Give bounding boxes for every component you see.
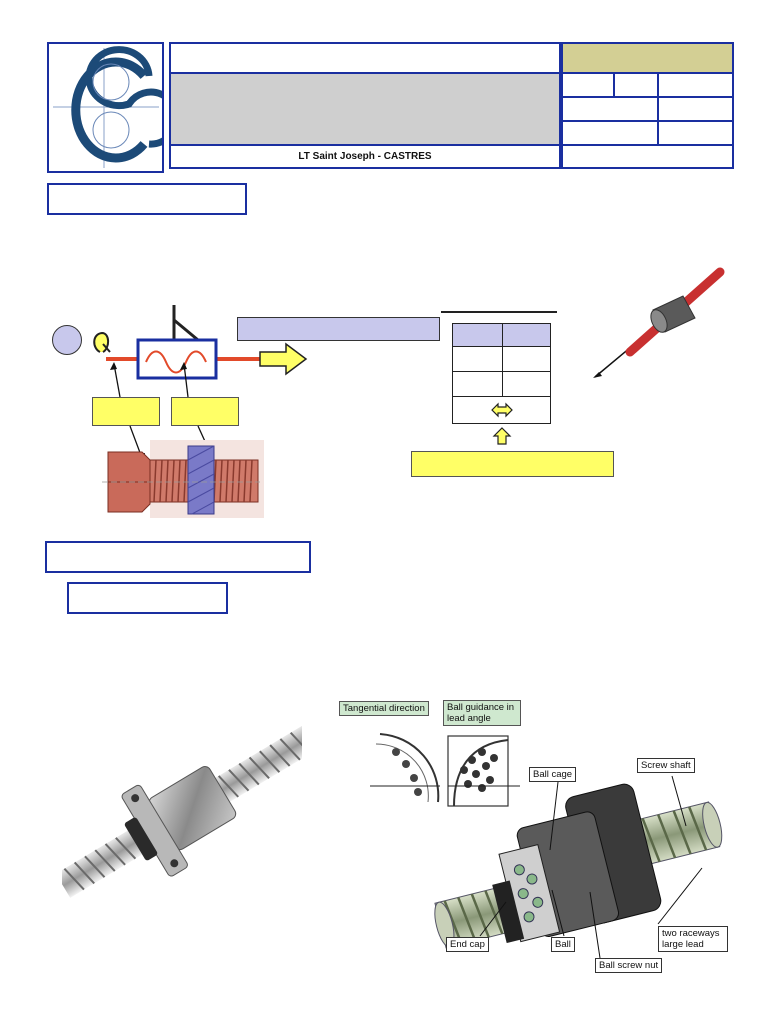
table-cell-r1-right bbox=[502, 346, 551, 372]
grid-cell-b bbox=[613, 72, 659, 98]
grid-cell-c bbox=[657, 72, 734, 98]
table-head-left bbox=[452, 323, 503, 347]
callout-ball-screw-nut: Ball screw nut bbox=[595, 958, 663, 973]
title-cell-top bbox=[169, 42, 561, 74]
callout-two-raceways-text: two raceways large lead bbox=[662, 928, 720, 950]
ball-screw-photo bbox=[62, 724, 302, 898]
label-box-left bbox=[92, 397, 160, 426]
callout-guidance: Ball guidance in lead angle bbox=[443, 700, 521, 726]
title-cell-main bbox=[169, 72, 561, 146]
screw-nut-model bbox=[593, 267, 725, 378]
callout-ball: Ball bbox=[551, 937, 575, 952]
cc-logo-icon bbox=[53, 46, 181, 168]
yellow-up-arrow-icon bbox=[492, 427, 512, 445]
grid-cell-a bbox=[561, 72, 615, 98]
grid-cell-f bbox=[561, 120, 659, 146]
label-box-right bbox=[171, 397, 239, 426]
callout-tangential: Tangential direction bbox=[339, 701, 429, 716]
section-title-box bbox=[47, 183, 247, 215]
school-cell: LT Saint Joseph - CASTRES bbox=[169, 144, 561, 169]
answer-box-wide bbox=[411, 451, 614, 477]
helical-link-symbol bbox=[93, 305, 308, 380]
grid-cell-g bbox=[657, 120, 734, 146]
cutaway-leader-lines bbox=[479, 775, 703, 959]
callout-screw-shaft: Screw shaft bbox=[637, 758, 695, 773]
ball-track-sections bbox=[370, 733, 520, 807]
grid-cell-d bbox=[561, 96, 659, 122]
table-cell-r2-right bbox=[502, 371, 551, 397]
callout-two-raceways: two raceways large lead bbox=[658, 926, 728, 952]
khaki-cell bbox=[561, 42, 734, 74]
grid-cell-h bbox=[561, 144, 734, 169]
table-header-line bbox=[441, 311, 557, 313]
table-head-right bbox=[502, 323, 551, 347]
section-title-box-2 bbox=[45, 541, 311, 573]
item-marker-circle bbox=[52, 325, 82, 355]
table-cell-r1-left bbox=[452, 346, 503, 372]
left-right-arrow-icon bbox=[491, 402, 513, 418]
table-cell-r2-left bbox=[452, 371, 503, 397]
school-name: LT Saint Joseph - CASTRES bbox=[298, 151, 432, 162]
label-bar bbox=[237, 317, 440, 341]
bolt-and-nut-illustration bbox=[102, 440, 264, 518]
grid-cell-e bbox=[657, 96, 734, 122]
subsection-title-box bbox=[67, 582, 228, 614]
logo-frame bbox=[47, 42, 181, 173]
callout-end-cap: End cap bbox=[446, 937, 489, 952]
callout-guidance-text: Ball guidance in lead angle bbox=[447, 702, 515, 724]
callout-ball-cage: Ball cage bbox=[529, 767, 577, 782]
